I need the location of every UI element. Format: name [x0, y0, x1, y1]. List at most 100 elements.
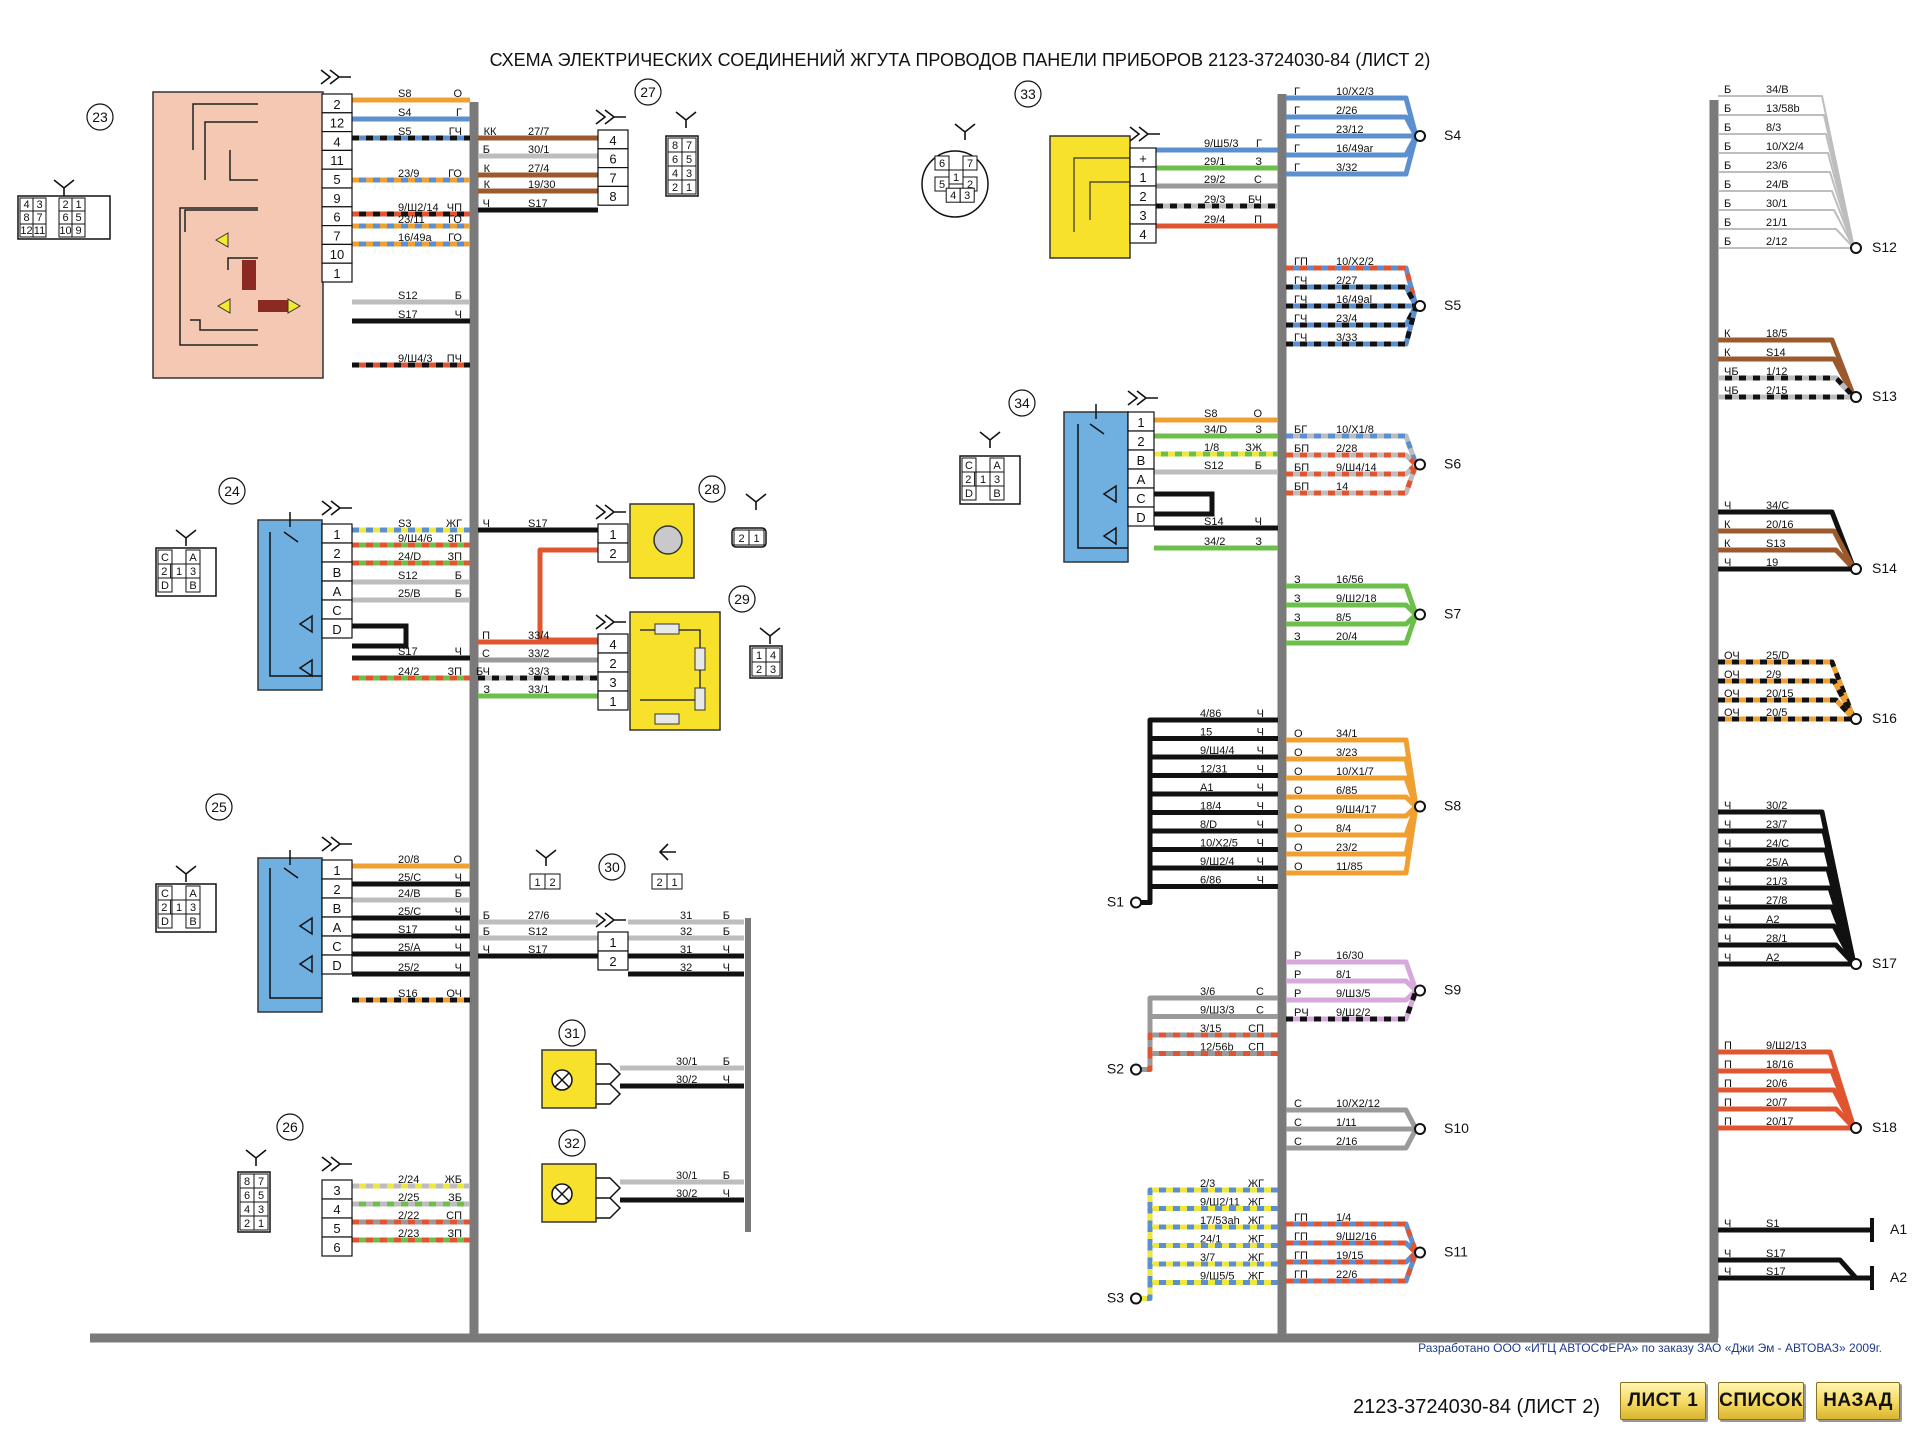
wire-name: 20/5 — [1766, 707, 1787, 719]
back-button[interactable]: НАЗАД — [1816, 1382, 1900, 1420]
wire-code: Б — [723, 1170, 730, 1182]
wire-name: 9/Ш2/18 — [1336, 593, 1377, 605]
wire-name: 9/Ш4/6 — [398, 533, 433, 545]
wire-name: 16/49а — [398, 232, 433, 244]
wire-name: 25/B — [398, 588, 421, 600]
wire-name: 25/2 — [398, 962, 419, 974]
plug-28-cell — [748, 529, 765, 546]
splice-label-S17: S17 — [1872, 955, 1897, 971]
wire-name: 9/Ш2/13 — [1766, 1040, 1807, 1052]
wire-code: З — [1255, 424, 1262, 436]
wire-name: 20/15 — [1766, 688, 1794, 700]
connector-23-pin-label: 9 — [333, 191, 340, 206]
wire-code: К — [484, 126, 491, 138]
wire-code: Ч — [1257, 875, 1264, 887]
connector-26-pin-label: 6 — [333, 1240, 340, 1255]
splice-label-S16: S16 — [1872, 710, 1897, 726]
resistor-icon — [654, 623, 680, 635]
splice-S17-wire — [1718, 942, 1856, 966]
wire-name: 33/3 — [528, 666, 549, 678]
component-34-body — [1063, 411, 1129, 563]
plug-25-pin: A — [189, 888, 197, 900]
wire-name: 22/6 — [1336, 1269, 1357, 1281]
wire-code: З — [1294, 574, 1301, 586]
wire-name: 20/16 — [1766, 519, 1794, 531]
splice-S12 — [1850, 242, 1862, 254]
wire-code: Б — [723, 926, 730, 938]
wire-code: ГП — [1294, 256, 1308, 268]
splice-S11-wire-stripe — [1286, 1221, 1419, 1254]
list-button[interactable]: СПИСОК — [1718, 1382, 1804, 1420]
callout-34 — [1008, 389, 1036, 417]
component-25-body — [257, 857, 323, 1013]
wire-name: S17 — [1766, 1266, 1786, 1278]
plug-28-pin: 1 — [753, 533, 759, 545]
splice-S9-wire — [1286, 978, 1418, 993]
plug-24-pin: 1 — [176, 566, 182, 578]
diagram-title: СХЕМА ЭЛЕКТРИЧЕСКИХ СОЕДИНЕНИЙ ЖГУТА ПРО… — [490, 49, 1431, 70]
wire-code: БП — [1294, 443, 1309, 455]
wire-code: ЖГ — [1248, 1215, 1264, 1227]
connector-30-pin — [597, 950, 629, 971]
plug-26-pin: 3 — [258, 1204, 264, 1216]
connector-23-pin-label: 12 — [330, 116, 344, 131]
component-25-internal — [269, 850, 322, 999]
plug-26-frame — [237, 1171, 271, 1233]
wire-code: Ч — [1724, 914, 1731, 926]
wire-name: 28/1 — [1766, 933, 1787, 945]
sheet1-button[interactable]: ЛИСТ 1 — [1620, 1382, 1706, 1420]
wire-code: Б — [723, 1056, 730, 1068]
wire-code: ЖБ — [445, 1174, 462, 1186]
wire-name: S8 — [1204, 408, 1217, 420]
wire-name: 16/30 — [1336, 950, 1364, 962]
wire-code: Ч — [455, 942, 462, 954]
harness-symbol-33 — [1129, 126, 1160, 142]
wire-code: БП — [1294, 462, 1309, 474]
wire-name: 34/C — [1766, 500, 1789, 512]
connector-23-pin-label: 7 — [333, 228, 340, 243]
plug-23-pin: 12 — [20, 225, 32, 237]
harness-symbol-24 — [321, 500, 352, 516]
wire-code: Б — [455, 588, 462, 600]
connector-27-pin-label: 6 — [609, 152, 616, 167]
connector-25-pin — [321, 954, 353, 975]
plug-23-pin: 8 — [23, 212, 29, 224]
wire-code: Ч — [483, 198, 490, 210]
wire-code: Б — [723, 910, 730, 922]
wire-name: 6/85 — [1336, 785, 1357, 797]
callout-31 — [558, 1019, 586, 1047]
wire-code: ЗБ — [448, 1192, 462, 1204]
wire-code: Г — [1294, 86, 1300, 98]
plug-symbol-34 — [979, 431, 1001, 448]
wire-code: ГЧ — [1294, 275, 1307, 287]
plug-26-pin: 4 — [244, 1204, 250, 1216]
wire-code: ЖГ — [446, 518, 462, 530]
splice-S18-wire — [1718, 1087, 1857, 1130]
resistor-icon — [694, 687, 706, 711]
wire-name: 1/8 — [1204, 442, 1219, 454]
wire-code: Б — [1724, 141, 1731, 153]
wire-name: 16/49al — [1336, 294, 1372, 306]
connector-34-pin-label: 1 — [1137, 415, 1144, 430]
plug-symbol-33 — [954, 123, 976, 140]
connector-25-pin-label: B — [333, 901, 342, 916]
plug-23-pin: 4 — [23, 199, 29, 211]
wire-name: 10/X2/4 — [1766, 141, 1804, 153]
plug-29-pin: 2 — [756, 664, 762, 676]
wire-code: ГЧ — [1294, 332, 1307, 344]
callout-25 — [205, 793, 233, 821]
plug-23-pin: 3 — [36, 199, 42, 211]
wire-code: Г — [1294, 162, 1300, 174]
plug-34-pin: C — [965, 460, 973, 472]
wire-name: 25/A — [1766, 857, 1789, 869]
wire-name: 13/58b — [1766, 103, 1800, 115]
wire-name: 3/32 — [1336, 162, 1357, 174]
connector-27-pin-label: 8 — [609, 189, 616, 204]
splice-S3 — [1130, 1292, 1142, 1305]
splice-S7-wire — [1286, 583, 1419, 616]
splice-S11-wire-stripe — [1286, 1251, 1419, 1284]
wire-code: ОЧ — [1724, 650, 1740, 662]
wire-name: 16/56 — [1336, 574, 1364, 586]
splice-label-S13: S13 — [1872, 388, 1897, 404]
splice-S7 — [1414, 608, 1426, 621]
